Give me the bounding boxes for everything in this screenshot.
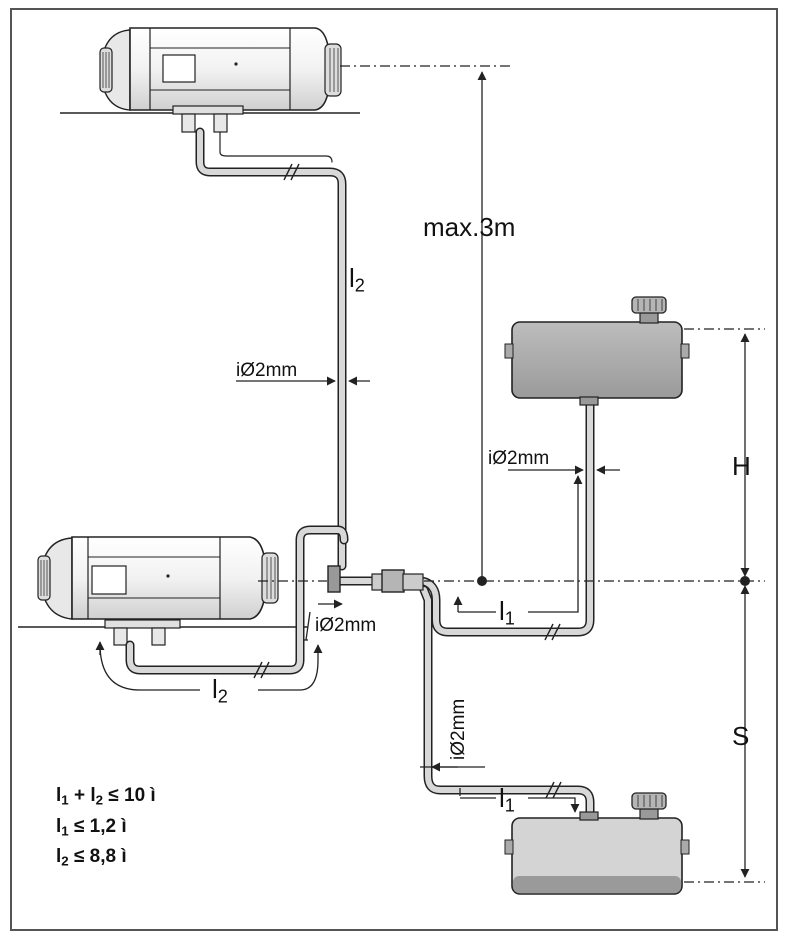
suction-S-label: S [732, 721, 750, 751]
f1-rest: ≤ 10 ì [103, 785, 156, 806]
f2-rest: ≤ 1,2 ì [68, 816, 127, 837]
diameter-label-upper-line: iØ2mm [236, 360, 298, 381]
l2-upper-subscript: 2 [354, 275, 365, 296]
f1-a-sub: 1 [61, 792, 69, 808]
diagram-frame [10, 8, 778, 931]
f3-rest: ≤ 8,8 ì [68, 846, 127, 867]
l1-upper-letter: l [499, 596, 505, 626]
l2-lower-subscript: 2 [217, 686, 228, 707]
height-H-label: H [732, 451, 751, 481]
upper-fuel-tank [504, 296, 690, 406]
dimension-lines [95, 71, 765, 883]
reference-point-level [740, 576, 750, 586]
lower-tank-cap [631, 792, 667, 810]
l1-upper-label: l1 [499, 598, 515, 628]
fuel-lines [125, 127, 595, 885]
l2-upper-label: l2 [349, 265, 365, 295]
diameter-label-vertical-line: iØ2mm [448, 698, 469, 760]
lower-heater [18, 536, 308, 646]
f1-a: l [56, 785, 62, 806]
dosing-pump [327, 565, 424, 593]
lower-heater-outlet [261, 552, 279, 604]
max-height-label: max.3m [423, 212, 516, 242]
fuel-filter [381, 569, 405, 593]
f3-a-sub: 2 [61, 853, 69, 869]
upper-heater-body [129, 27, 331, 111]
f1-mid: + l [68, 785, 96, 806]
reference-point-pump [477, 576, 487, 586]
upper-heater [60, 27, 360, 133]
l2-lower-letter: l [212, 674, 218, 704]
l2-lower-label: l2 [212, 676, 228, 706]
pump-connector [327, 565, 341, 593]
l1-lower-subscript: 1 [504, 795, 515, 816]
l1-lower-label: l1 [499, 785, 515, 815]
formula-l2-limit: l2 ≤ 8,8 ì [56, 847, 127, 868]
formula-total-length: l1 + l2 ≤ 10 ì [56, 786, 156, 807]
pipe-break-marks [253, 163, 562, 799]
lower-fuel-tank [504, 792, 690, 895]
diameter-label-pump-line: iØ2mm [315, 615, 377, 636]
f3-a: l [56, 846, 62, 867]
f1-b-sub: 2 [95, 792, 104, 808]
l2-upper-letter: l [349, 263, 355, 293]
l1-lower-letter: l [499, 783, 505, 813]
diameter-label-tank-line: iØ2mm [488, 448, 550, 469]
f2-a: l [56, 816, 62, 837]
upper-tank-cap [631, 296, 667, 314]
formula-l1-limit: l1 ≤ 1,2 ì [56, 817, 127, 838]
f2-a-sub: 1 [61, 823, 69, 839]
l1-upper-subscript: 1 [504, 608, 515, 629]
upper-heater-outlet [324, 43, 342, 97]
